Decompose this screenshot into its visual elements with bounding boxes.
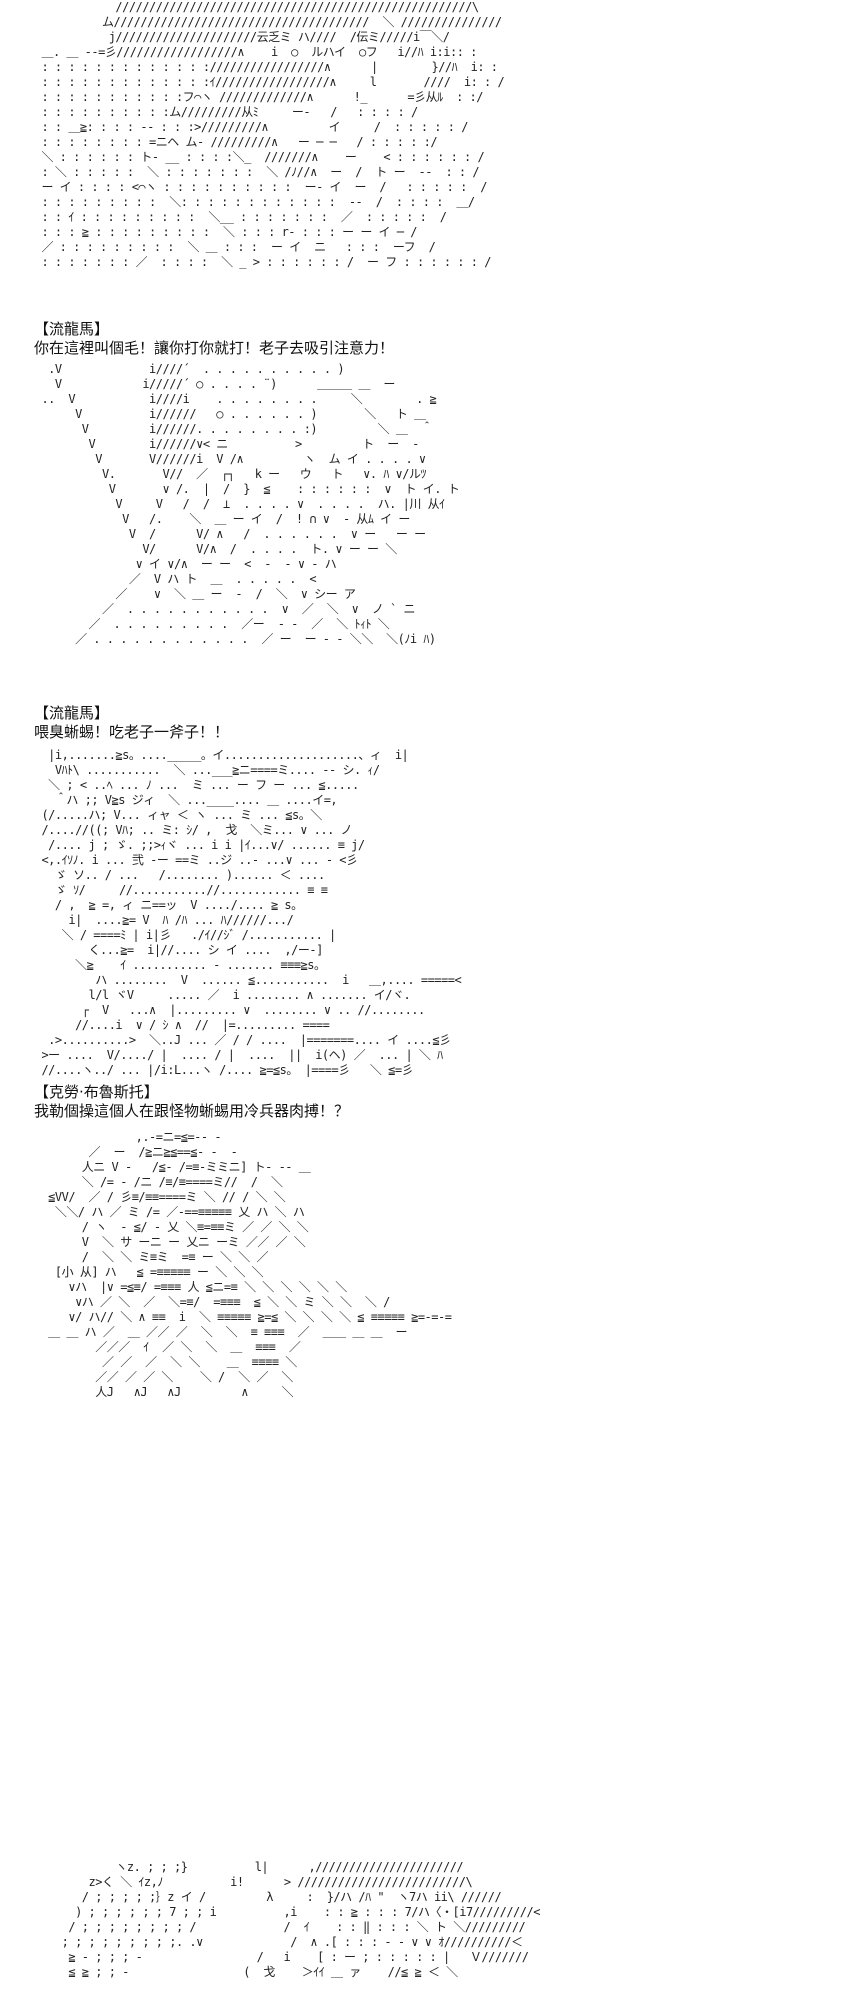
ascii-art-panel-5: ヽz. ; ; ;} l| ,////////////////////// z>… [28, 1860, 848, 2000]
ascii-art-panel-4: ,.-=ニ=≦=‐‐ ‐ ／ ー /≧ニ≧≦==≦‐ ‐ ‐ 人ニ V ‐ /≦… [28, 1130, 848, 1440]
dialogue-2: 【流龍馬】 喂臭蜥蜴！吃老子一斧子！！ [34, 704, 229, 742]
ascii-art-warrior-vs-lizard: .V i////´ . . . . . . . . . . ) V i/////… [41, 362, 460, 646]
dialogue-line: 喂臭蜥蜴！吃老子一斧子！！ [34, 723, 230, 741]
dialogue-1: 【流龍馬】 你在這裡叫個毛！讓你打你就打！老子去吸引注意力！ [34, 320, 394, 358]
ascii-art-characters-bottom: ヽz. ; ; ;} l| ,////////////////////// z>… [61, 1860, 541, 1979]
ascii-art-panel-1: ////////////////////////////////////////… [28, 0, 848, 318]
dialogue-line: 我勒個操這個人在跟怪物蜥蜴用冷兵器肉搏！？ [34, 1102, 350, 1120]
speaker-name: 【克勞·布魯斯托】 [34, 1083, 159, 1101]
ascii-art-lizard-closeup: ////////////////////////////////////////… [41, 0, 505, 269]
ascii-art-panel-2: .V i////´ . . . . . . . . . . ) V i/////… [28, 362, 848, 698]
speaker-name: 【流龍馬】 [34, 320, 110, 338]
ascii-art-lizard-monster: ,.-=ニ=≦=‐‐ ‐ ／ ー /≧ニ≧≦==≦‐ ‐ ‐ 人ニ V ‐ /≦… [48, 1130, 452, 1399]
dialogue-3: 【克勞·布魯斯托】 我勒個操這個人在跟怪物蜥蜴用冷兵器肉搏！？ [34, 1083, 349, 1121]
ascii-art-panel-3: |i,.......≧s。...._____。イ................… [28, 748, 848, 1082]
speaker-name: 【流龍馬】 [34, 704, 110, 722]
ascii-art-warrior-axe-charge: |i,.......≧s。...._____。イ................… [41, 748, 462, 1077]
dialogue-line: 你在這裡叫個毛！讓你打你就打！老子去吸引注意力！ [34, 339, 395, 357]
